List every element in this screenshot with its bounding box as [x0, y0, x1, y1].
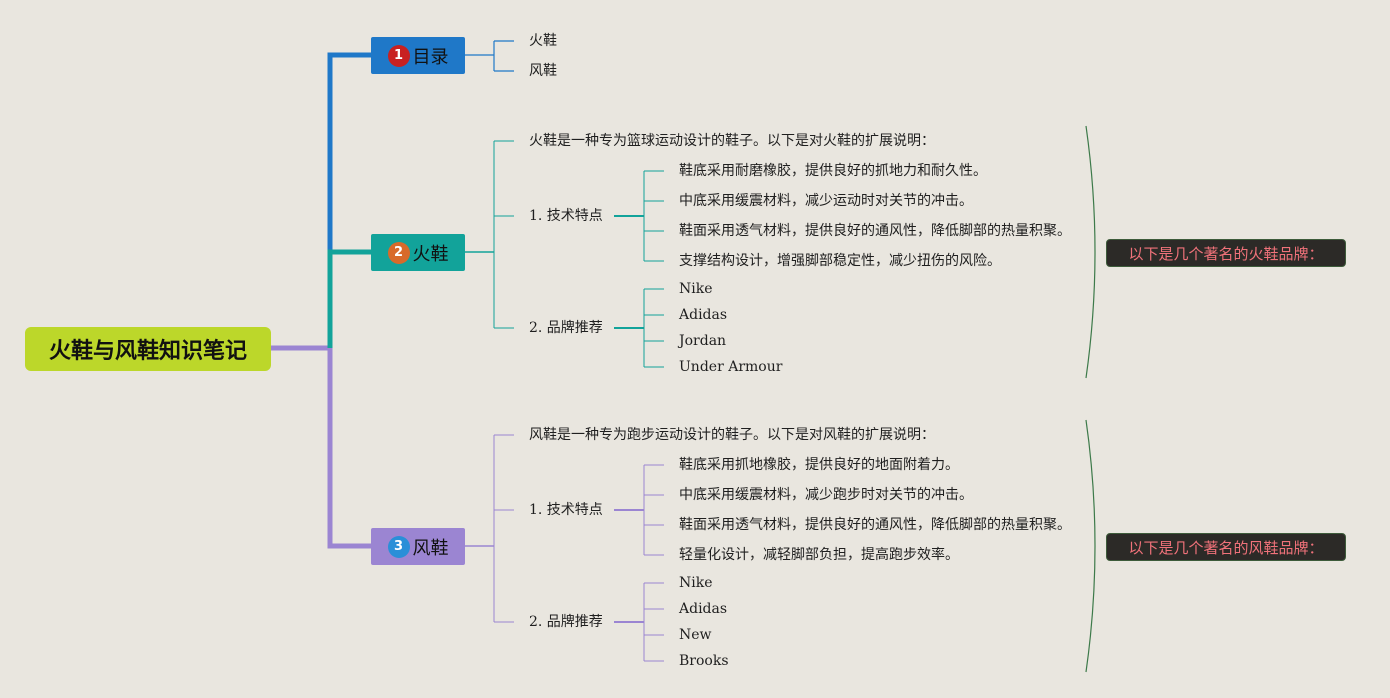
- fengxie-summary-callout[interactable]: 以下是几个著名的风鞋品牌：: [1106, 533, 1346, 561]
- fengxie-brands-label[interactable]: 2. 品牌推荐: [529, 614, 603, 630]
- callout-text: 以下是几个著名的火鞋品牌：: [1128, 244, 1324, 263]
- huoxie-intro[interactable]: 火鞋是一种专为篮球运动设计的鞋子。以下是对火鞋的扩展说明：: [529, 133, 935, 149]
- fengxie-brand-item[interactable]: Adidas: [679, 601, 728, 617]
- fengxie-level1: [494, 434, 514, 623]
- toc-item-fengxie[interactable]: 风鞋: [529, 63, 557, 79]
- fengxie-tech-item[interactable]: 中底采用缓震材料，减少跑步时对关节的冲击。: [679, 487, 973, 503]
- huoxie-summary-brace: [1085, 125, 1096, 379]
- huoxie-brand-item[interactable]: Nike: [679, 281, 713, 297]
- fengxie-tech-label[interactable]: 1. 技术特点: [529, 502, 603, 518]
- branch-connector-toc: [327, 52, 371, 348]
- root-node[interactable]: 火鞋与风鞋知识笔记: [25, 327, 271, 371]
- huoxie-brand-item[interactable]: Under Armour: [679, 359, 783, 375]
- huoxie-level1: [494, 140, 514, 329]
- branch-huoxie[interactable]: 2 火鞋: [371, 234, 465, 271]
- huoxie-tech-label[interactable]: 1. 技术特点: [529, 208, 603, 224]
- branch-toc[interactable]: 1 目录: [371, 37, 465, 74]
- huoxie-brand-item[interactable]: Adidas: [679, 307, 728, 323]
- fengxie-tech-item[interactable]: 鞋面采用透气材料，提供良好的通风性，降低脚部的热量积聚。: [679, 517, 1071, 533]
- fengxie-tech-item[interactable]: 轻量化设计，减轻脚部负担，提高跑步效率。: [679, 547, 959, 563]
- huoxie-brand-item[interactable]: Jordan: [679, 333, 727, 349]
- fengxie-tech-item[interactable]: 鞋底采用抓地橡胶，提供良好的地面附着力。: [679, 457, 959, 473]
- number-badge-icon: 1: [387, 44, 410, 67]
- fengxie-intro[interactable]: 风鞋是一种专为跑步运动设计的鞋子。以下是对风鞋的扩展说明：: [529, 427, 935, 443]
- branch-connector-fengxie: [327, 348, 371, 549]
- huoxie-tech-item[interactable]: 支撑结构设计，增强脚部稳定性，减少扭伤的风险。: [679, 253, 1001, 269]
- toc-item-huoxie[interactable]: 火鞋: [529, 33, 557, 49]
- huoxie-summary-callout[interactable]: 以下是几个著名的火鞋品牌：: [1106, 239, 1346, 267]
- fengxie-brand-item[interactable]: Nike: [679, 575, 713, 591]
- number-badge-icon: 2: [387, 241, 410, 264]
- number-badge-icon: 3: [387, 535, 410, 558]
- huoxie-brands-label[interactable]: 2. 品牌推荐: [529, 320, 603, 336]
- branch-label: 目录: [412, 46, 449, 68]
- branch-connector-huoxie: [327, 249, 371, 348]
- branch-label: 火鞋: [412, 243, 449, 265]
- huoxie-tech-item[interactable]: 鞋面采用透气材料，提供良好的通风性，降低脚部的热量积聚。: [679, 223, 1071, 239]
- root-title: 火鞋与风鞋知识笔记: [48, 339, 247, 364]
- callout-text: 以下是几个著名的风鞋品牌：: [1128, 538, 1324, 557]
- fengxie-summary-brace: [1085, 419, 1096, 673]
- branch-fengxie[interactable]: 3 风鞋: [371, 528, 465, 565]
- fengxie-brand-item[interactable]: New: [679, 627, 712, 643]
- huoxie-tech-item[interactable]: 鞋底采用耐磨橡胶，提供良好的抓地力和耐久性。: [679, 163, 987, 179]
- branch-label: 风鞋: [412, 537, 449, 559]
- huoxie-tech-item[interactable]: 中底采用缓震材料，减少运动时对关节的冲击。: [679, 193, 973, 209]
- fengxie-brand-item[interactable]: Brooks: [679, 653, 729, 669]
- toc-children-connector: [465, 40, 514, 72]
